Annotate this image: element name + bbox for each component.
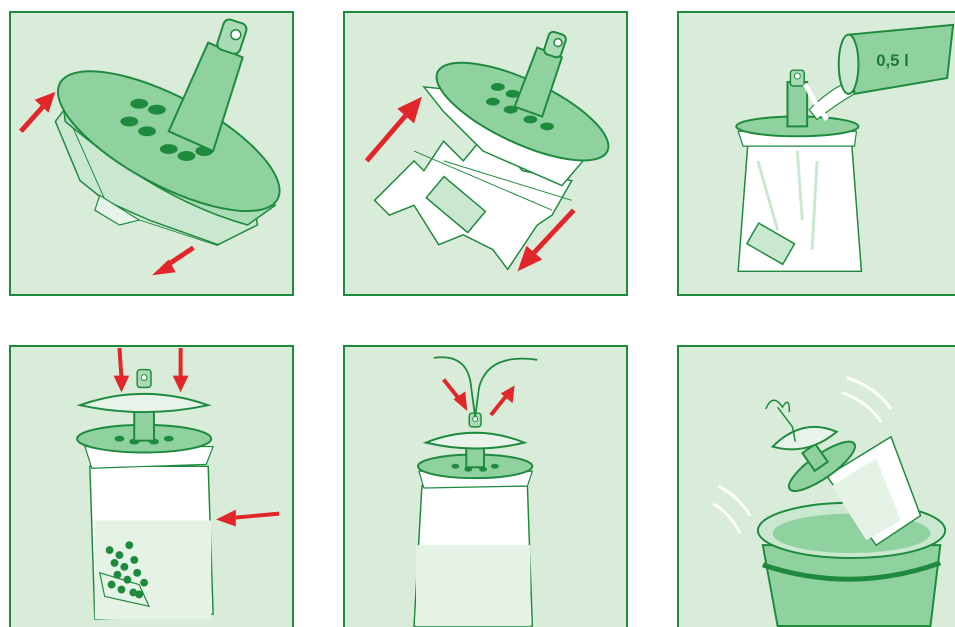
trap-stem: [787, 82, 807, 126]
step-6-panel: [677, 345, 955, 627]
trap-cap: [80, 394, 208, 412]
step-3-panel: 0,5 l: [677, 11, 955, 296]
red-arrow: [367, 97, 422, 161]
step-6-illustration: [679, 347, 955, 627]
step-5-panel: [343, 345, 628, 627]
red-arrow: [216, 510, 279, 527]
red-arrow: [444, 380, 468, 412]
red-arrow: [152, 248, 193, 276]
step-5-illustration: [345, 347, 626, 627]
trap-cap: [773, 427, 837, 450]
step-4-panel: [9, 345, 294, 627]
step-4-illustration: [11, 347, 292, 627]
red-arrow: [21, 92, 56, 131]
waste-bin: [758, 503, 945, 626]
cup-volume-label: 0,5 l: [876, 51, 909, 70]
hanging-wire: [766, 400, 790, 412]
red-arrow: [114, 348, 130, 392]
trap-cap: [426, 433, 525, 449]
step-1-panel: [9, 11, 294, 296]
step-2-panel: [343, 11, 628, 296]
red-arrow: [491, 385, 515, 415]
step-3-illustration: 0,5 l: [679, 13, 955, 294]
red-arrow: [173, 348, 189, 392]
step-2-illustration: [345, 13, 626, 294]
step-1-illustration: [11, 13, 292, 294]
measuring-cup: 0,5 l: [839, 25, 953, 94]
